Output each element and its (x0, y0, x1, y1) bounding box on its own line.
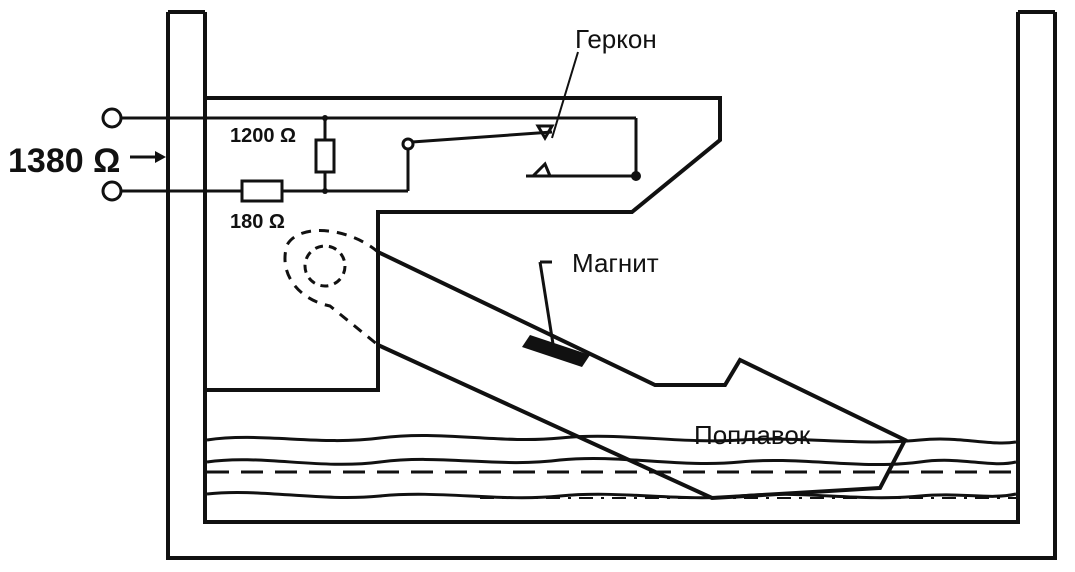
input-arrow (130, 151, 166, 163)
reed-switch-blade (411, 130, 553, 144)
float-arm (283, 229, 908, 501)
label-resistor-1200: 1200 Ω (230, 125, 296, 147)
resistor-180 (240, 179, 284, 203)
liquid-surface (206, 433, 1017, 500)
label-resistor-180: 180 Ω (230, 211, 285, 233)
terminal-top (101, 107, 123, 129)
pivot-circle (303, 244, 347, 288)
circuit (101, 51, 641, 203)
resistor-1200 (314, 138, 336, 174)
magnet (522, 260, 590, 367)
label-reed-switch: Геркон (575, 24, 657, 54)
sensor-housing (205, 96, 722, 392)
label-magnet: Магнит (572, 248, 659, 278)
tank (166, 10, 1057, 560)
label-total-resistance: 1380 Ω (8, 142, 120, 180)
terminal-bottom (101, 180, 123, 202)
label-float: Поплавок (694, 420, 811, 450)
reed-switch-contact (401, 137, 415, 151)
